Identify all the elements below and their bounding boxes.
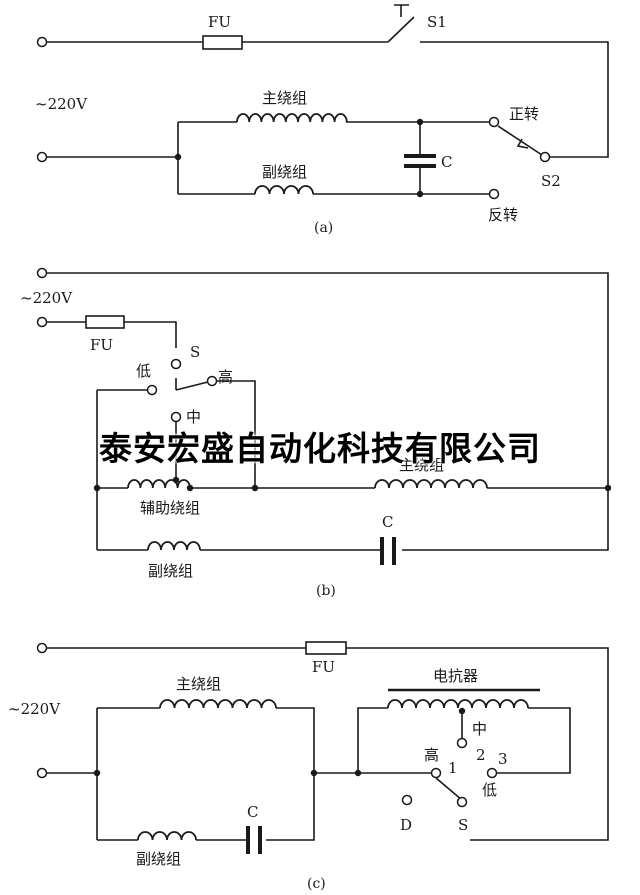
terminal-d: [401, 794, 413, 806]
terminal-mid-b: [170, 411, 182, 423]
label-aux-winding-c: 副绕组: [136, 850, 181, 868]
label-terminal-d: D: [400, 816, 412, 834]
circuit-c: FU ~220V 主绕组 电抗器 中 2 高 1 3 低 D S C 副绕组 (…: [8, 641, 609, 892]
helper-winding-coil: [127, 479, 191, 489]
junction-dot: [310, 769, 318, 777]
label-high-c: 高: [424, 746, 439, 764]
aux-winding-coil-a: [254, 185, 314, 195]
watermark-text: 泰安宏盛自动化科技有限公司: [99, 429, 541, 468]
label-num2: 2: [476, 746, 486, 764]
terminal-high-c: [430, 767, 442, 779]
terminal-c-bottom: [36, 767, 48, 779]
main-winding-coil-c: [159, 699, 277, 709]
winding-tap-dot: [172, 476, 180, 484]
label-reverse: 反转: [488, 206, 518, 224]
terminal-b-top: [36, 267, 48, 279]
label-capacitor-c: C: [247, 803, 258, 821]
label-aux-winding-a: 副绕组: [262, 163, 307, 181]
junction-dot: [354, 769, 362, 777]
caption-c: (c): [307, 876, 326, 892]
switch-s2-blade: [497, 125, 546, 158]
label-s2: S2: [541, 172, 561, 190]
label-main-winding-b: 主绕组: [399, 456, 444, 474]
switch-s1-blade: [387, 4, 415, 43]
main-winding-coil-a: [236, 113, 348, 123]
label-fu-a: FU: [208, 13, 231, 31]
label-capacitor-a: C: [441, 153, 452, 171]
label-num1: 1: [448, 759, 458, 777]
terminal-switch-s-pivot-c: [456, 796, 468, 808]
junction-dot: [186, 484, 194, 492]
fuse-b: [85, 315, 125, 329]
terminal-reverse: [488, 188, 500, 200]
terminal-switch-s-pivot: [170, 358, 182, 370]
terminal-low-c: [486, 767, 498, 779]
reactor-tap-dot: [458, 707, 466, 715]
label-main-winding-c: 主绕组: [176, 675, 221, 693]
circuit-b: ~220V FU S 低 高 中 主绕组 辅助绕组 C 副绕组 (b): [20, 267, 612, 599]
caption-b: (b): [316, 583, 336, 599]
junction-dot: [93, 769, 101, 777]
terminal-forward: [488, 116, 500, 128]
terminal-b-bottom: [36, 316, 48, 328]
terminal-mid-c: [456, 737, 468, 749]
label-switch-s-b: S: [190, 343, 200, 361]
main-winding-coil-b: [374, 479, 488, 489]
reactor-coil: [387, 699, 529, 709]
label-fu-c: FU: [312, 658, 335, 676]
label-high-b: 高: [218, 368, 233, 386]
terminal-high-b: [206, 375, 218, 387]
terminal-low-b: [146, 384, 158, 396]
aux-winding-coil-b: [147, 541, 201, 551]
junction-dot: [93, 484, 101, 492]
junction-dot: [604, 484, 612, 492]
fuse-a: [202, 35, 243, 50]
label-fu-b: FU: [90, 336, 113, 354]
label-s1: S1: [427, 13, 447, 31]
junction-dot: [416, 190, 424, 198]
label-helper-winding: 辅助绕组: [140, 499, 200, 517]
label-supply-a: ~220V: [35, 95, 88, 113]
terminal-a-bottom: [36, 151, 48, 163]
label-reactor: 电抗器: [433, 667, 478, 685]
circuit-a: FU S1 ~220V 主绕组 副绕组 C 正转 反转 S2 (a): [35, 4, 609, 236]
label-mid-c: 中: [472, 720, 487, 738]
junction-dot: [416, 118, 424, 126]
aux-winding-coil-c: [137, 831, 197, 841]
junction-dot: [174, 153, 182, 161]
switch-s2-arrow: [516, 138, 529, 149]
switch-s-blade-c: [435, 777, 463, 801]
fuse-c: [305, 641, 347, 655]
label-switch-s-c: S: [458, 816, 468, 834]
label-num3: 3: [498, 750, 508, 768]
label-low-c: 低: [482, 781, 497, 799]
label-main-winding-a: 主绕组: [262, 89, 307, 107]
terminal-c-top: [36, 642, 48, 654]
label-low-b: 低: [136, 362, 151, 380]
label-aux-winding-b: 副绕组: [148, 562, 193, 580]
junction-dot: [251, 484, 259, 492]
label-supply-c: ~220V: [8, 700, 61, 718]
label-forward: 正转: [509, 105, 539, 123]
terminal-s2-pivot: [539, 151, 551, 163]
caption-a: (a): [314, 220, 333, 236]
terminal-a-top: [36, 36, 48, 48]
label-supply-b: ~220V: [20, 289, 73, 307]
label-mid-b: 中: [186, 408, 201, 426]
label-capacitor-b: C: [382, 513, 393, 531]
